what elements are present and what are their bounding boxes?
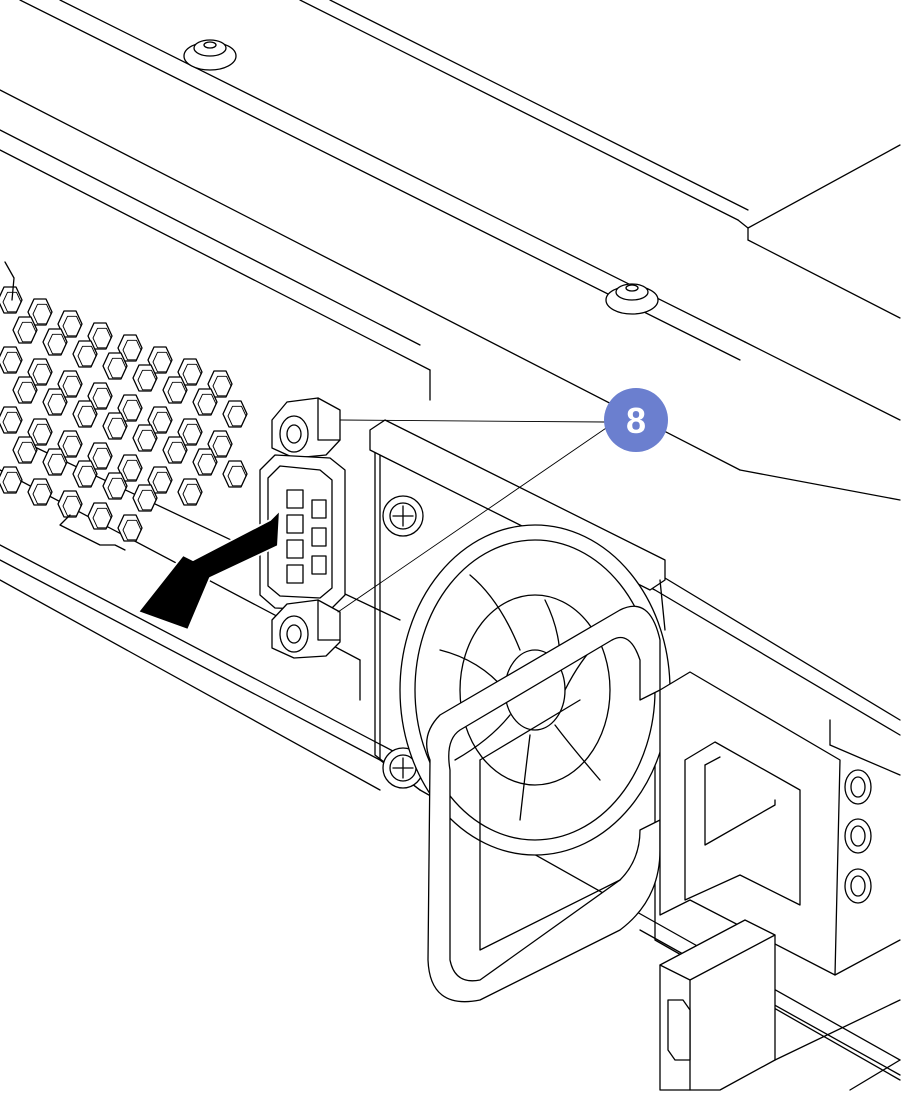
callout-badge-icon: 8: [604, 388, 668, 452]
serial-connector-icon: [259, 454, 346, 611]
rivet-icon: [605, 283, 659, 315]
rivet-icon: [183, 39, 237, 71]
psu-handle[interactable]: [426, 605, 661, 1003]
hex-standoff-icon: [271, 397, 341, 459]
release-latch[interactable]: [659, 919, 901, 1091]
hex-standoff-icon: [271, 599, 341, 659]
callout-number: 8: [626, 400, 646, 441]
callout-leader-lines: [337, 419, 613, 613]
screw-icon: [382, 495, 424, 537]
vent-grille: [0, 286, 248, 542]
removal-arrow-icon: [137, 509, 281, 631]
screw-icon: [382, 747, 424, 789]
psu-power-inlet: [659, 671, 901, 976]
status-led-icon: [844, 769, 872, 904]
